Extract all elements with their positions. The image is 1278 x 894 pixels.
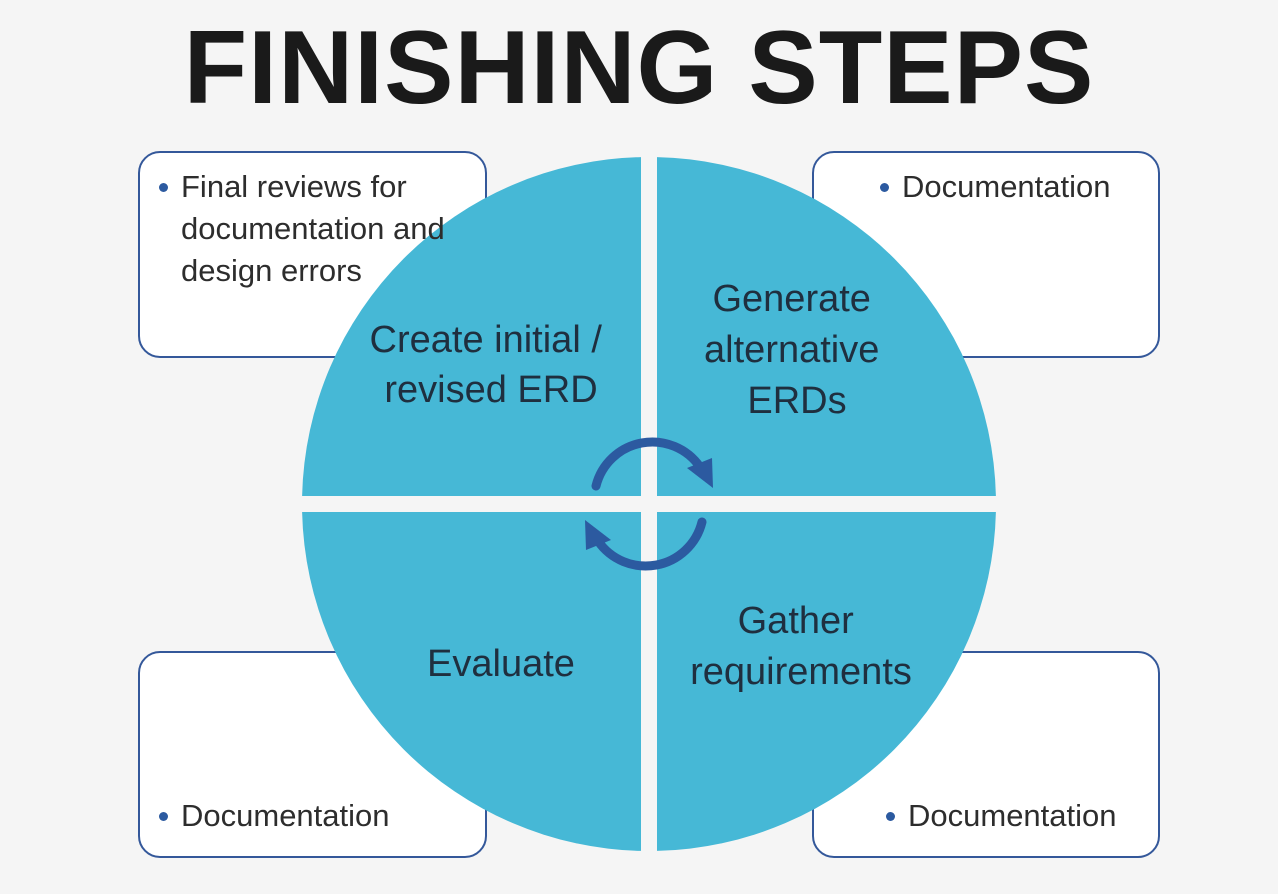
cycle-arrow-bottom — [593, 517, 707, 571]
quadrant-label-generate-erds: Generate alternative ERDs — [704, 278, 890, 422]
label-line: revised ERD — [384, 369, 597, 411]
label-line: alternative — [704, 329, 879, 371]
circular-arrows-icon — [585, 437, 713, 571]
quadrant-create-erd — [302, 157, 641, 496]
label-line: Generate — [712, 278, 870, 320]
quadrant-generate-erds — [657, 157, 996, 496]
cycle-arrowhead-top — [687, 458, 713, 488]
note-list-bottom-left: Documentation — [159, 795, 459, 837]
note-list-bottom-right: Documentation — [886, 795, 1156, 837]
note-item: Documentation — [159, 795, 459, 837]
quadrant-label-evaluate: Evaluate — [427, 643, 575, 685]
cycle-arrowhead-bottom — [585, 520, 611, 550]
label-line: Create initial / — [370, 319, 603, 361]
note-item: Final reviews for documentation and desi… — [159, 166, 459, 292]
quadrant-evaluate — [302, 512, 641, 851]
quadrant-label-gather-requirements: Gather requirements — [690, 600, 912, 693]
page-title: FINISHING STEPS — [183, 10, 1095, 126]
note-item: Documentation — [880, 166, 1150, 208]
note-list-top-left: Final reviews for documentation and desi… — [159, 166, 459, 292]
quadrant-label-create-erd: Create initial / revised ERD — [370, 319, 613, 411]
label-line: Gather — [738, 600, 855, 642]
label-line: requirements — [690, 651, 912, 693]
label-line: Evaluate — [427, 643, 575, 685]
cycle-arrow-top — [591, 437, 705, 491]
note-item: Documentation — [886, 795, 1156, 837]
note-list-top-right: Documentation — [880, 166, 1150, 208]
quadrant-gather-requirements — [657, 512, 996, 851]
label-line: ERDs — [747, 380, 846, 422]
